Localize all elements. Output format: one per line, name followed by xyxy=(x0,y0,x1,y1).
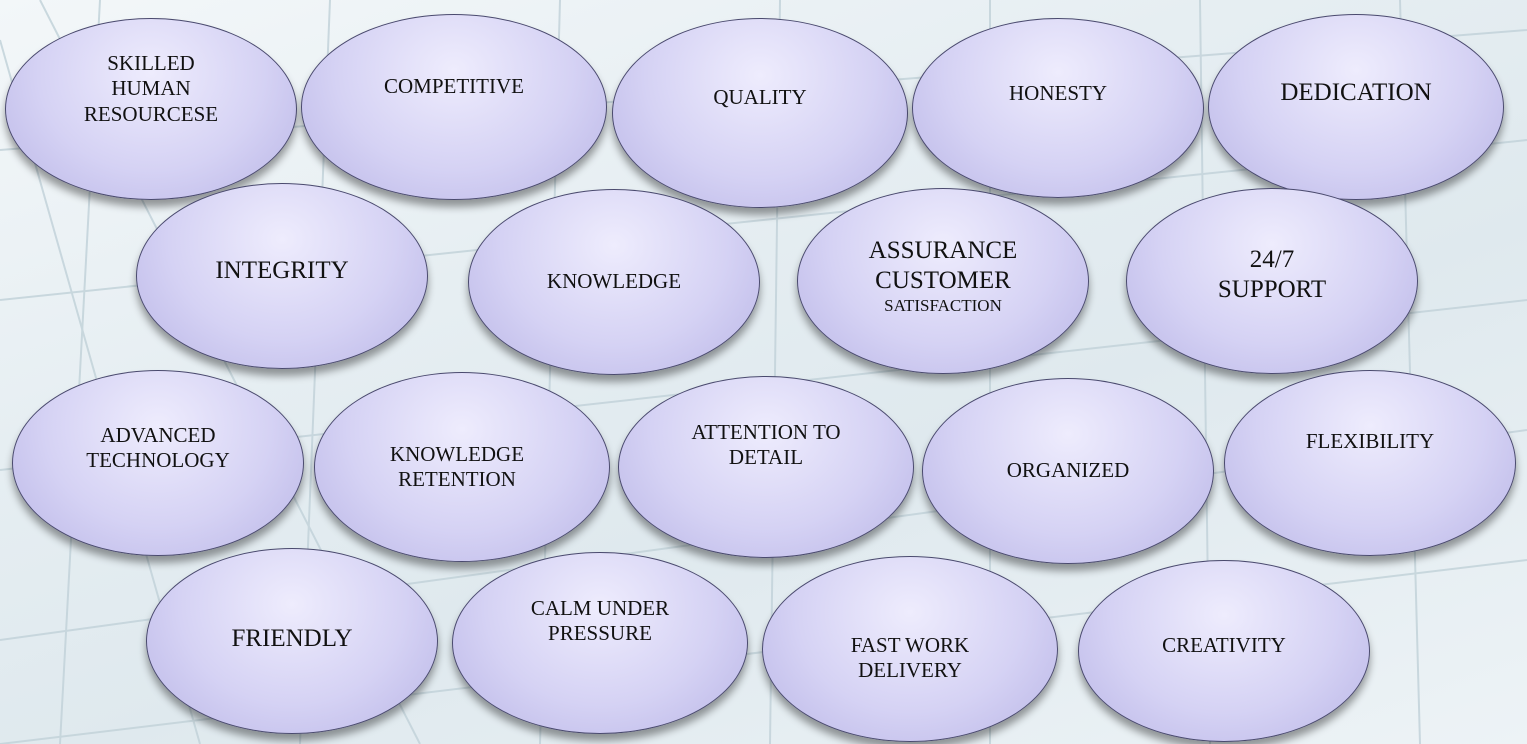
value-oval-advanced-technology: ADVANCED TECHNOLOGY xyxy=(12,370,304,556)
value-label: ADVANCED TECHNOLOGY xyxy=(86,422,230,472)
value-oval-skilled-human-resources: SKILLED HUMAN RESOURCESE xyxy=(5,18,297,200)
value-label: SKILLED HUMAN RESOURCESE xyxy=(83,51,219,126)
value-label: FLEXIBILITY xyxy=(1305,429,1435,454)
value-label: FAST WORK DELIVERY xyxy=(850,632,970,682)
value-label: FRIENDLY xyxy=(231,625,353,652)
value-oval-assurance: ASSURANCE CUSTOMER SATISFACTION xyxy=(797,188,1089,374)
value-label: ATTENTION TO DETAIL xyxy=(691,419,841,469)
value-label: COMPETITIVE xyxy=(384,74,524,99)
value-oval-flexibility: FLEXIBILITY xyxy=(1224,370,1516,556)
value-oval-calm-under-pressure: CALM UNDER PRESSURE xyxy=(452,552,748,734)
value-oval-creativity: CREATIVITY xyxy=(1078,560,1370,742)
value-label: HONESTY xyxy=(1009,81,1107,106)
value-oval-knowledge-retention: KNOWLEDGE RETENTION xyxy=(314,372,610,562)
value-label: KNOWLEDGE xyxy=(546,269,682,294)
value-oval-competitive: COMPETITIVE xyxy=(301,14,607,200)
value-oval-knowledge: KNOWLEDGE xyxy=(468,189,760,375)
value-oval-organized: ORGANIZED xyxy=(922,378,1214,564)
value-label: KNOWLEDGE RETENTION xyxy=(389,441,525,491)
value-oval-fast-work-delivery: FAST WORK DELIVERY xyxy=(762,556,1058,742)
value-label: 24/7 SUPPORT xyxy=(1217,246,1327,303)
value-label: QUALITY xyxy=(713,85,807,110)
value-label: INTEGRITY xyxy=(215,257,349,284)
value-label: CALM UNDER PRESSURE xyxy=(530,595,670,645)
value-sublabel: SATISFACTION xyxy=(884,295,1002,315)
value-oval-quality: QUALITY xyxy=(612,18,908,208)
value-oval-dedication: DEDICATION xyxy=(1208,14,1504,200)
value-label: DEDICATION xyxy=(1280,79,1432,106)
value-oval-integrity: INTEGRITY xyxy=(136,183,428,369)
value-label: CREATIVITY xyxy=(1162,633,1286,658)
value-oval-attention-to-detail: ATTENTION TO DETAIL xyxy=(618,376,914,558)
value-label: ORGANIZED xyxy=(1006,458,1130,483)
value-oval-friendly: FRIENDLY xyxy=(146,548,438,734)
value-oval-support: 24/7 SUPPORT xyxy=(1126,188,1418,374)
value-oval-honesty: HONESTY xyxy=(912,18,1204,198)
value-label: ASSURANCE CUSTOMER xyxy=(868,236,1018,294)
